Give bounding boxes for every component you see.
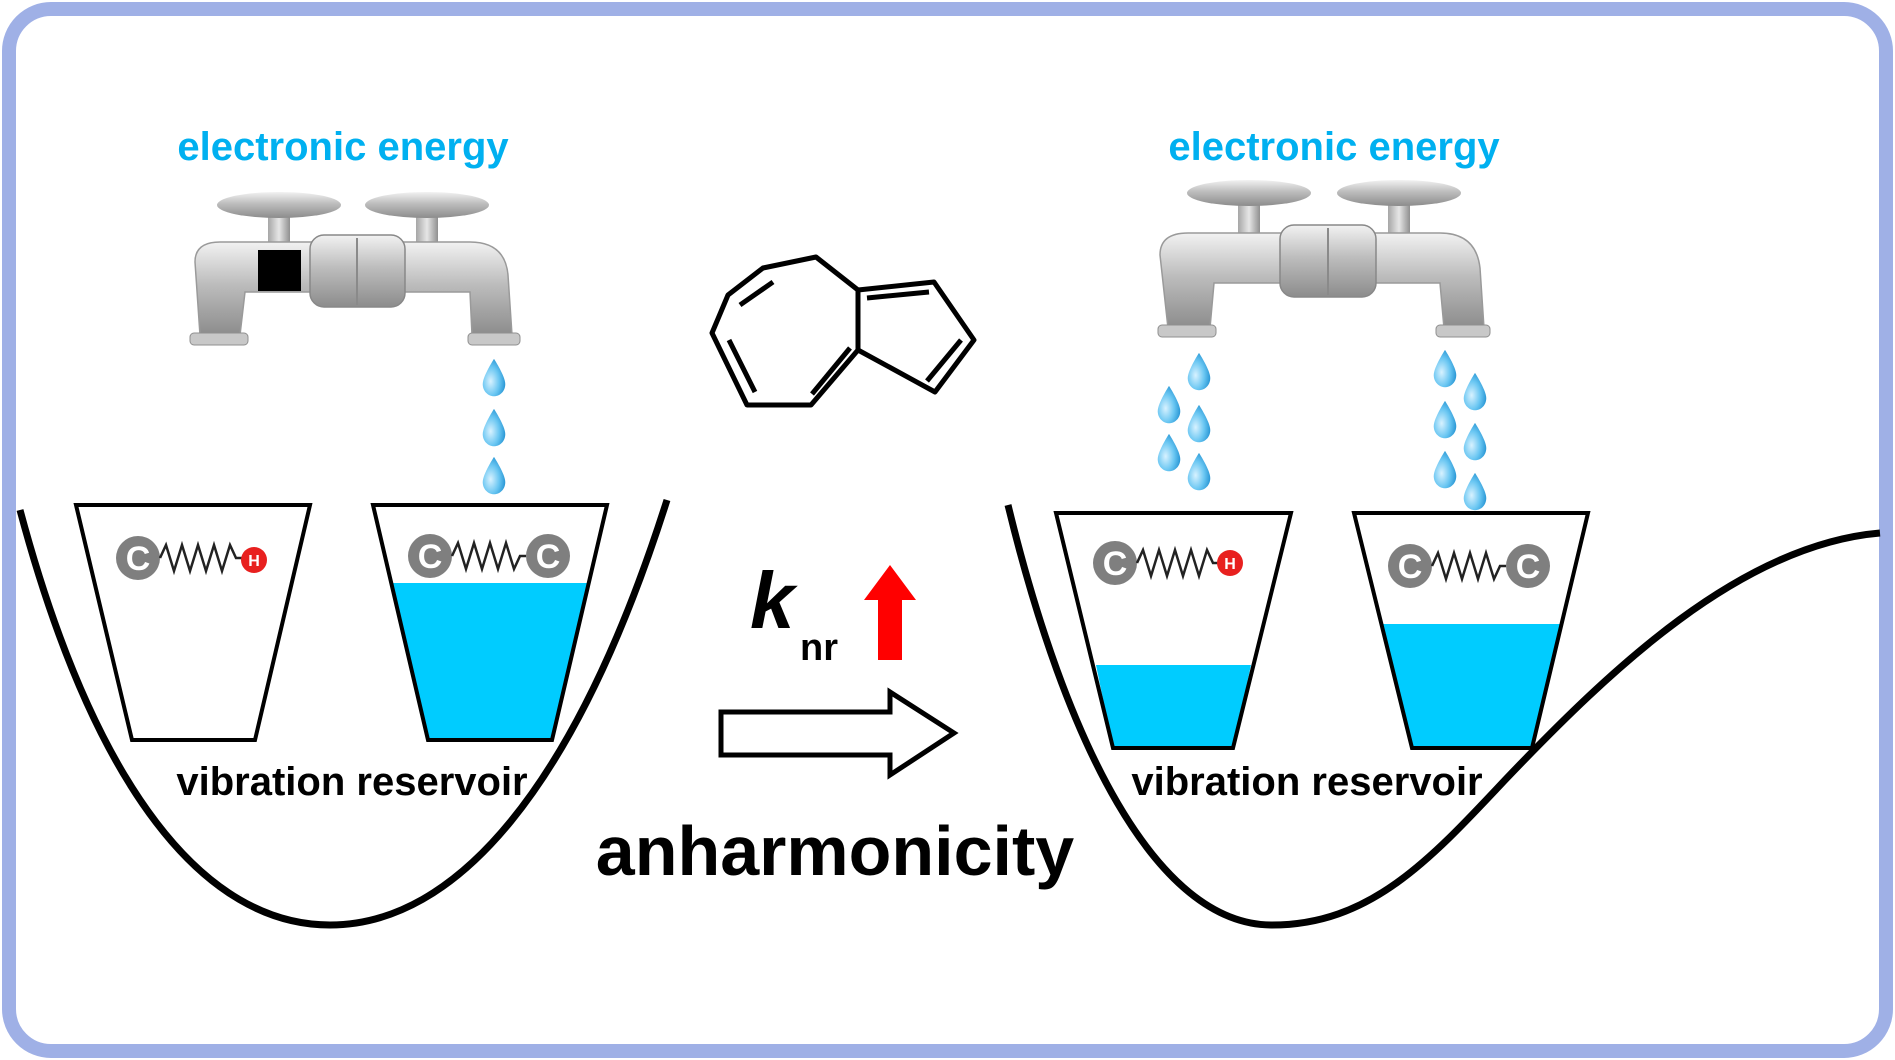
anharmonic-potential-curve bbox=[1004, 504, 1881, 929]
hydrogen-atom bbox=[241, 547, 267, 573]
rate-constant-symbol: k bbox=[750, 556, 798, 645]
left-reservoir-label: vibration reservoir bbox=[176, 760, 527, 804]
hydrogen-atom bbox=[1217, 550, 1243, 576]
svg-text:C: C bbox=[418, 538, 443, 576]
svg-text:H: H bbox=[248, 553, 260, 570]
carbon-atom bbox=[116, 536, 160, 580]
carbon-atom bbox=[1093, 541, 1137, 585]
spring-bond bbox=[1135, 545, 1219, 581]
carbon-atom bbox=[1388, 544, 1432, 588]
carbon-atom bbox=[526, 534, 570, 578]
svg-text:C: C bbox=[1103, 545, 1128, 583]
carbon-atom bbox=[1506, 544, 1550, 588]
harmonic-potential-curve bbox=[16, 498, 671, 929]
left-faucet bbox=[189, 192, 521, 346]
closed-valve-block bbox=[258, 250, 301, 291]
right-faucet bbox=[1157, 180, 1491, 338]
increase-arrow-icon bbox=[864, 565, 916, 660]
svg-text:C: C bbox=[1516, 548, 1541, 586]
left-panel: electronic energy bbox=[16, 125, 671, 929]
left-cc-cup: C C bbox=[370, 503, 610, 742]
svg-text:C: C bbox=[126, 540, 151, 578]
diagram-title: anharmonicity bbox=[596, 812, 1075, 890]
right-cc-cup: C C bbox=[1351, 511, 1591, 750]
spring-bond bbox=[450, 538, 526, 574]
right-panel: electronic energy bbox=[1004, 125, 1881, 929]
water-fill bbox=[1382, 624, 1561, 748]
right-ch-cup: C H bbox=[1053, 511, 1294, 750]
right-reservoir-label: vibration reservoir bbox=[1131, 760, 1482, 804]
carbon-atom bbox=[408, 534, 452, 578]
water-fill bbox=[1096, 665, 1251, 748]
spring-bond bbox=[1430, 548, 1506, 584]
left-tap-label: electronic energy bbox=[177, 125, 509, 169]
left-faucet-drops bbox=[482, 358, 506, 495]
azulene-structure bbox=[709, 254, 977, 408]
transition-arrow-icon bbox=[718, 687, 959, 780]
left-ch-cup: C H bbox=[73, 503, 313, 742]
rate-constant-subscript: nr bbox=[800, 627, 838, 669]
spring-bond bbox=[158, 540, 242, 576]
svg-text:C: C bbox=[1398, 548, 1423, 586]
svg-text:C: C bbox=[536, 538, 561, 576]
right-tap-label: electronic energy bbox=[1168, 125, 1500, 169]
svg-text:H: H bbox=[1224, 556, 1236, 573]
water-fill bbox=[393, 583, 587, 740]
center-area: k nr anharmonicity bbox=[596, 254, 1075, 890]
